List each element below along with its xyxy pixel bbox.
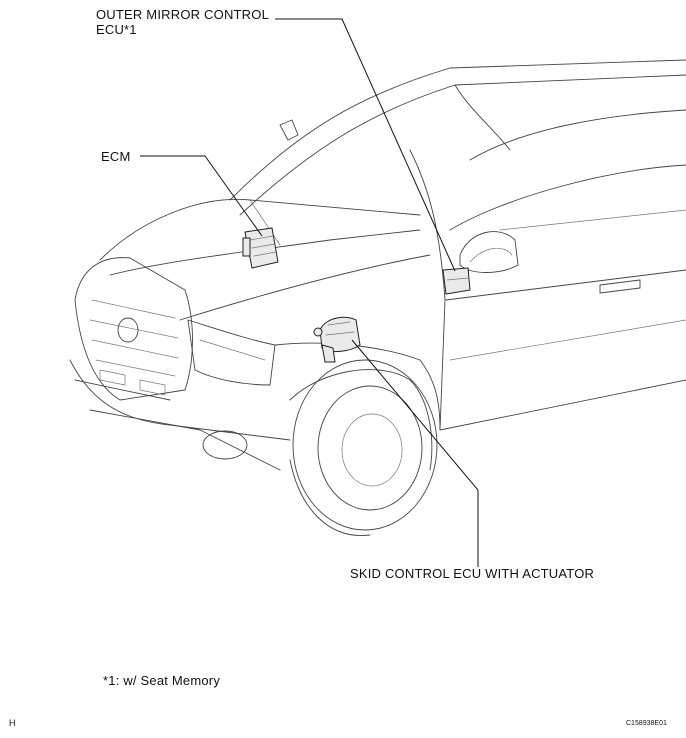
skid-control-leader-line	[351, 339, 479, 567]
outer-mirror-control-label: OUTER MIRROR CONTROL	[96, 7, 269, 22]
skid-control-ecu-actuator-unit	[313, 316, 361, 363]
ecm-label: ECM	[101, 149, 131, 164]
skid-control-ecu-label: SKID CONTROL ECU WITH ACTUATOR	[350, 566, 595, 581]
corner-letter: H	[9, 718, 16, 728]
ecm-unit	[242, 227, 279, 269]
outer-mirror-ecu-label: ECU*1	[96, 22, 137, 37]
vehicle-outline	[69, 59, 686, 536]
footnote: *1: w/ Seat Memory	[103, 673, 221, 688]
outer-mirror-leader-line	[275, 18, 456, 272]
outer-mirror-control-ecu-unit	[442, 267, 471, 295]
ecm-leader-line	[140, 155, 263, 237]
figure-code: C158938E01	[626, 720, 667, 727]
